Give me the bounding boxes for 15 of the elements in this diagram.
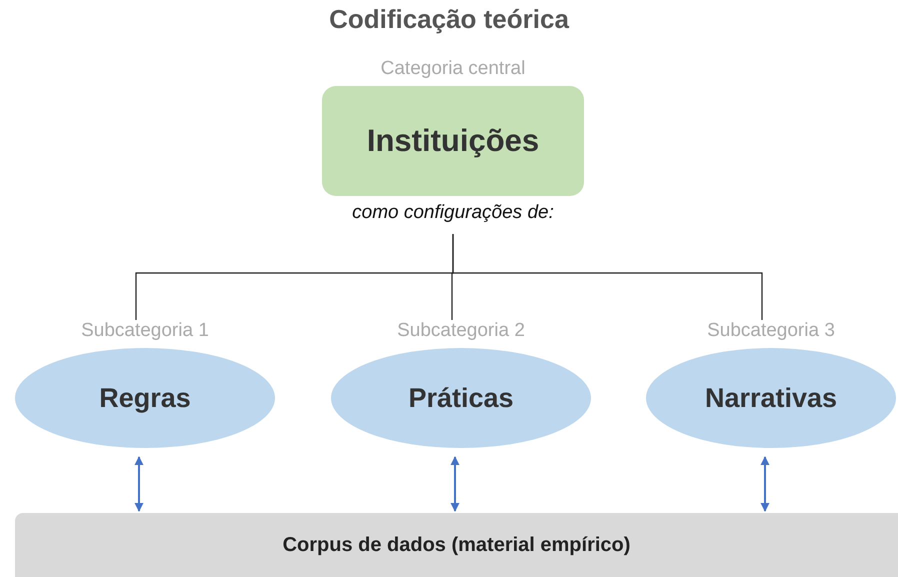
double-arrow [134, 456, 144, 512]
category-heading: Subcategoria 2 [397, 320, 525, 342]
diagram-title: Codificação teórica [328, 4, 570, 35]
data-corpus-bar: Corpus de dados (material empírico) [15, 513, 898, 577]
double-arrow [760, 456, 770, 512]
category-heading: Subcategoria 3 [707, 320, 835, 342]
subcategory-ellipse: Narrativas [646, 348, 896, 448]
connector-note: como configurações de: [352, 202, 554, 224]
category-heading: Subcategoria 1 [81, 320, 209, 342]
connector-line [452, 234, 763, 320]
subcategory-ellipse: Práticas [331, 348, 591, 448]
subcategory-ellipse: Regras [15, 348, 275, 448]
category-box: Instituições [322, 86, 584, 196]
double-arrow [450, 456, 460, 512]
category-heading: Categoria central [380, 58, 526, 80]
